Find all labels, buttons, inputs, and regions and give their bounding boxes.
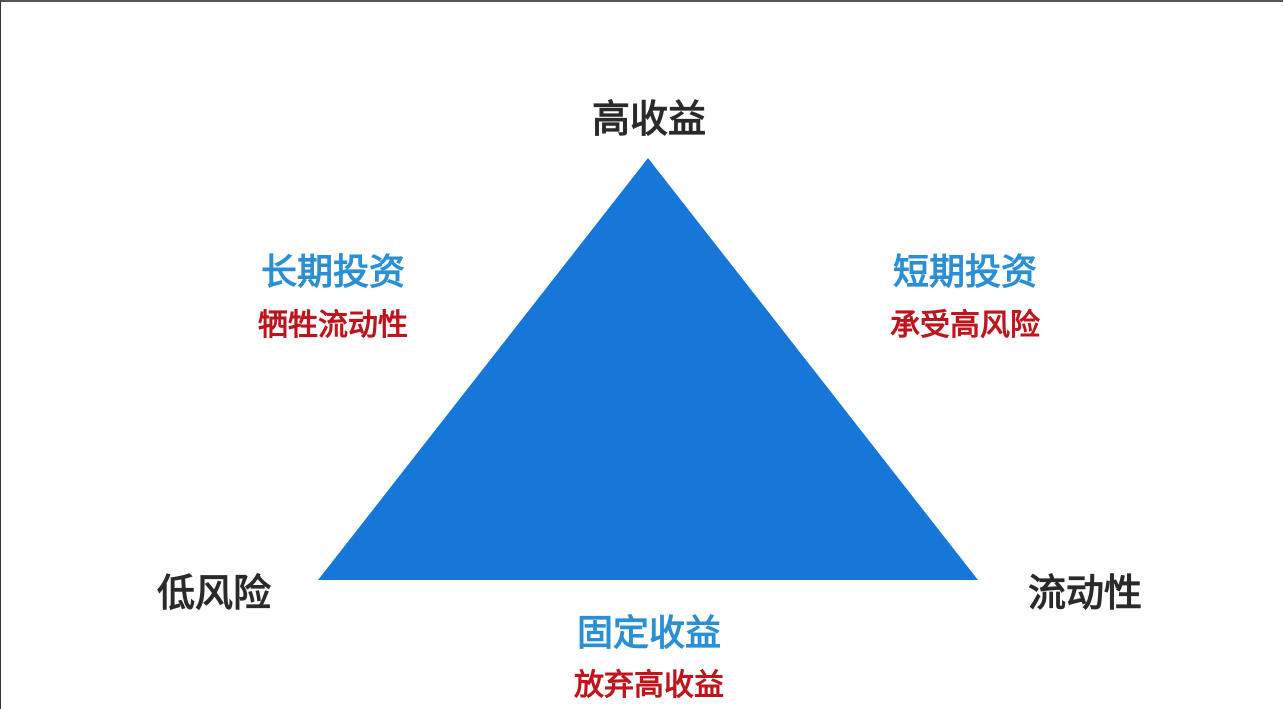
left-side-note: 牺牲流动性: [258, 308, 408, 343]
bottom-side-title: 固定收益: [576, 613, 722, 654]
vertex-top-label: 高收益: [591, 97, 707, 141]
triangle: [318, 158, 978, 580]
right-side-note: 承受高风险: [890, 308, 1040, 343]
vertex-left-label: 低风险: [156, 571, 272, 615]
bottom-side-note: 放弃高收益: [574, 668, 724, 703]
vertex-right-label: 流动性: [1027, 571, 1143, 615]
left-side-title: 长期投资: [260, 252, 406, 293]
right-side-title: 短期投资: [892, 252, 1038, 293]
